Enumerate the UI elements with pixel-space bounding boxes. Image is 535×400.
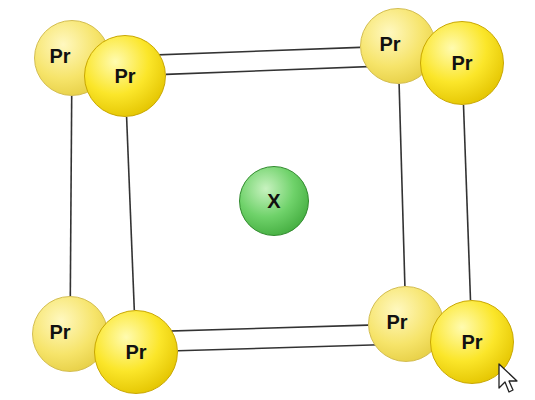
element-symbol: X <box>267 191 280 211</box>
front-atom: Pr <box>420 21 504 105</box>
element-symbol: Pr <box>461 332 482 352</box>
element-symbol: Pr <box>125 342 146 362</box>
element-symbol: Pr <box>114 66 135 86</box>
front-atom: Pr <box>84 35 166 117</box>
element-symbol: Pr <box>386 312 407 332</box>
cell-edge <box>127 117 135 310</box>
front-atom: Pr <box>94 310 178 394</box>
cell-edge <box>70 96 71 296</box>
element-symbol: Pr <box>49 322 70 342</box>
center-atom: X <box>239 166 309 236</box>
cell-edge <box>399 84 405 286</box>
front-atom: Pr <box>430 300 514 384</box>
element-symbol: Pr <box>451 53 472 73</box>
element-symbol: Pr <box>49 46 70 66</box>
cell-edge <box>464 105 471 300</box>
element-symbol: Pr <box>379 34 400 54</box>
